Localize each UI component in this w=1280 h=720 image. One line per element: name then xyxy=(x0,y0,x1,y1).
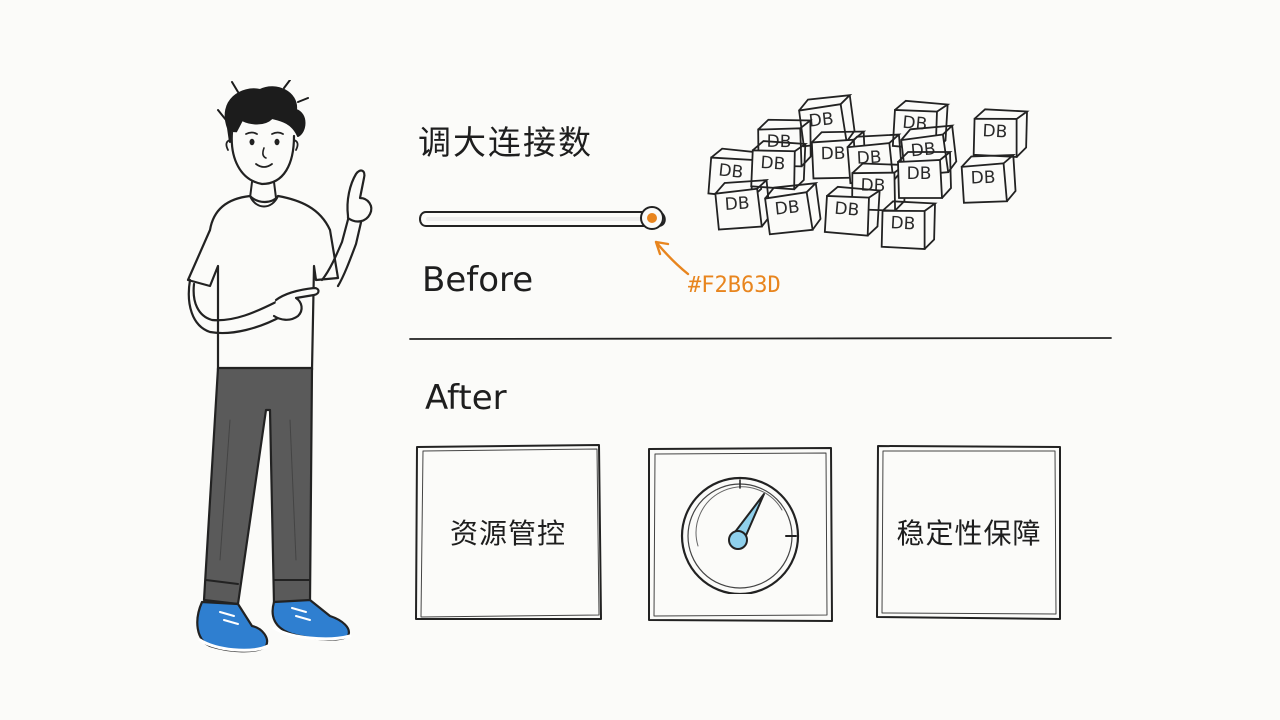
slider-handle-dot xyxy=(646,213,657,223)
page-title: 调大连接数 xyxy=(418,123,593,162)
gauge-icon xyxy=(680,476,800,594)
db-block-label: DB xyxy=(759,152,786,175)
after-label: After xyxy=(425,378,507,418)
connection-slider[interactable] xyxy=(418,204,680,234)
db-block-label: DB xyxy=(833,198,861,221)
db-block: DB xyxy=(762,181,822,236)
card-stability: 稳定性保障 xyxy=(874,443,1064,621)
card-label: 资源管控 xyxy=(449,517,566,550)
db-block-label: DB xyxy=(982,121,1008,143)
db-block: DB xyxy=(959,153,1017,204)
card-gauge xyxy=(645,445,835,623)
color-annotation: #F2B63D xyxy=(688,273,781,298)
db-block: DB xyxy=(896,150,953,199)
db-block: DB xyxy=(713,178,771,231)
db-block: DB xyxy=(971,107,1030,158)
before-label: Before xyxy=(422,260,534,300)
person-illustration xyxy=(186,80,373,653)
card-resource-control: 资源管控 xyxy=(413,443,603,621)
db-block-label: DB xyxy=(890,213,916,235)
db-block: DB xyxy=(822,184,883,237)
db-block-label: DB xyxy=(724,193,751,216)
card-label: 稳定性保障 xyxy=(896,517,1042,550)
db-block: DB xyxy=(879,199,938,250)
annotation-arrow-icon xyxy=(654,240,690,276)
db-block-label: DB xyxy=(970,167,996,189)
slider-handle[interactable] xyxy=(639,206,664,230)
section-divider xyxy=(409,337,1112,340)
db-block-label: DB xyxy=(906,164,932,184)
